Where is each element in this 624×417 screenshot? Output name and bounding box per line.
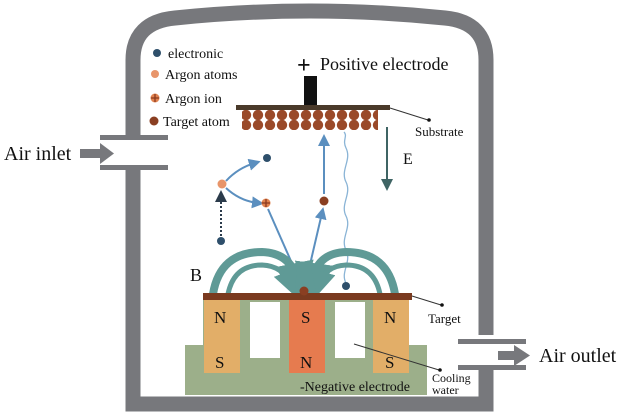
argon-atom-dot-icon xyxy=(151,70,159,78)
magnetic-field-lines xyxy=(209,247,399,303)
electron-particle xyxy=(263,154,271,162)
electric-field-label: E xyxy=(403,151,413,168)
magnet-pole: S xyxy=(215,353,224,372)
inlet-flange-bottom xyxy=(100,165,168,170)
pointer-dot xyxy=(438,368,442,372)
cooling-water-label: water xyxy=(432,383,459,397)
legend-label: Argon ion xyxy=(165,92,222,107)
air-inlet-label: Air inlet xyxy=(4,143,72,165)
target-plate xyxy=(203,293,412,300)
target-atom-dot-icon xyxy=(149,116,159,126)
air-outlet-label: Air outlet xyxy=(539,345,617,367)
magnet-left xyxy=(204,300,240,373)
legend: electronic Argon atoms Argon ion Target … xyxy=(149,47,237,130)
argon-ion-plus-icon xyxy=(150,93,160,103)
inlet-flange-top xyxy=(100,135,168,140)
magnet-pole: N xyxy=(300,353,312,372)
magnetic-field-label: B xyxy=(190,265,202,285)
pointer-dot xyxy=(427,118,431,122)
legend-label: electronic xyxy=(168,47,223,62)
cooling-water-label: Cooling xyxy=(432,371,471,385)
electron-release-arrow xyxy=(225,158,261,182)
air-inlet-arrow-icon xyxy=(80,143,114,164)
outlet-flange-top xyxy=(458,339,526,344)
substrate-pointer xyxy=(389,107,429,121)
substrate-atoms xyxy=(242,110,378,130)
cooling-channel xyxy=(335,302,365,358)
substrate-holder xyxy=(236,105,390,110)
legend-label: Target atom xyxy=(163,115,230,130)
magnet-center xyxy=(289,300,325,373)
magnet-pole: N xyxy=(214,308,226,327)
target-label: Target xyxy=(428,311,461,326)
chamber-wall-lower-left xyxy=(125,168,494,412)
positive-electrode-label: Positive electrode xyxy=(320,54,448,74)
argon-ion-particle xyxy=(261,198,271,208)
argon-atom-particle xyxy=(217,179,227,189)
substrate-label: Substrate xyxy=(415,124,464,139)
positive-sign-icon: + xyxy=(297,53,311,79)
electron-particle xyxy=(217,237,225,245)
electrode-rod xyxy=(304,76,317,107)
magnet-pole: S xyxy=(385,353,394,372)
chamber-wall xyxy=(125,3,494,335)
pointer-dot xyxy=(440,303,444,307)
magnet-right xyxy=(373,300,409,373)
negative-electrode-label: -Negative electrode xyxy=(300,380,410,395)
target-atom-particle xyxy=(299,286,309,296)
electron-particle xyxy=(342,282,350,290)
legend-label: Argon atoms xyxy=(165,68,237,83)
cooling-channel xyxy=(250,302,280,358)
cooling-water-pointer xyxy=(353,343,440,371)
target-atom-particle xyxy=(319,196,329,206)
air-outlet-arrow-icon xyxy=(498,345,530,366)
electron-dot-icon xyxy=(153,49,161,57)
vacuum-chamber xyxy=(100,3,526,412)
ionization-arrow xyxy=(225,187,264,209)
outlet-flange-bottom xyxy=(458,365,526,370)
secondary-electron-wave xyxy=(343,131,349,284)
magnet-pole: N xyxy=(384,308,396,327)
magnet-pole: S xyxy=(301,308,310,327)
target-pointer xyxy=(411,295,442,306)
